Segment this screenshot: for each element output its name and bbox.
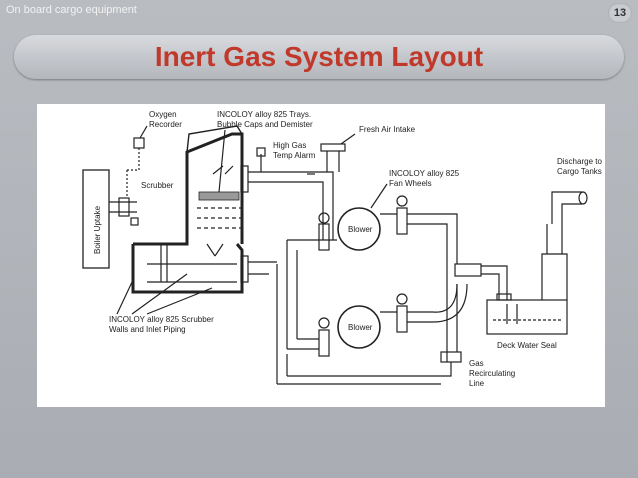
blower-bottom-label: Blower: [348, 323, 373, 332]
manifold: [432, 283, 468, 323]
gas-recirc-label-2: Recirculating: [469, 369, 515, 378]
boiler-uptake-box: [82, 169, 110, 269]
high-gas-label-1: High Gas: [273, 141, 306, 150]
discharge-pipe: [551, 191, 582, 224]
title-bar: Inert Gas System Layout: [14, 35, 624, 79]
oxygen-label-1: Oxygen: [149, 110, 177, 119]
fresh-air-cap: [320, 143, 346, 152]
blower-top: [337, 207, 381, 251]
seal-dip-pipe: [506, 304, 518, 324]
blower-top-outlet-wheel: [396, 195, 408, 207]
fan-wheels-label-1: INCOLOY alloy 825: [389, 169, 460, 178]
fresh-air-label: Fresh Air Intake: [359, 125, 416, 134]
blower-top-outlet-valve: [396, 207, 408, 235]
deck-water-seal: [486, 299, 568, 335]
scrubber-internals: [197, 207, 241, 229]
blower-top-label: Blower: [348, 225, 373, 234]
fresh-air-pipe: [326, 151, 340, 172]
seal-outlet: [541, 253, 568, 300]
discharge-label-2: Cargo Tanks: [557, 167, 602, 176]
fan-wheels-label-2: Fan Wheels: [389, 179, 432, 188]
scrubber-bottom-lines: [147, 263, 237, 283]
fresh-air-pointer: [340, 133, 356, 145]
slide-title: Inert Gas System Layout: [154, 41, 484, 72]
boiler-uptake-label: Boiler Uptake: [93, 205, 102, 254]
scrubber-inlet-down: [160, 244, 168, 282]
diagram-panel: Boiler Uptake Oxygen Recorder Scrubber I…: [37, 104, 605, 407]
discharge-end: [578, 191, 588, 205]
recirc-return: [277, 362, 452, 385]
manifold-valve: [454, 263, 482, 277]
scrubber-bottom-pipe: [248, 261, 277, 275]
discharge-label-1: Discharge to: [557, 157, 602, 166]
blower-top-outlet: [380, 213, 458, 264]
oxygen-label-2: Recorder: [149, 120, 182, 129]
oxygen-recorder-box: [133, 137, 145, 149]
blower-bottom-riser: [286, 240, 298, 349]
trays-pointer: [218, 129, 226, 193]
header-text: On board cargo equipment: [6, 4, 137, 16]
scrubber-label: Scrubber: [141, 181, 174, 190]
oxygen-recorder-line: [126, 148, 140, 198]
blower-top-valve: [318, 223, 330, 251]
page-number: 13: [608, 3, 632, 23]
high-gas-label-2: Temp Alarm: [273, 151, 316, 160]
outlet-flange: [240, 165, 249, 193]
recirc-valve: [440, 351, 462, 363]
inert-gas-diagram: Boiler Uptake Oxygen Recorder Scrubber I…: [82, 110, 602, 388]
blower-bottom-valve: [318, 329, 330, 357]
oxygen-pointer: [139, 125, 148, 139]
scrubber-body: [131, 132, 244, 294]
blower-bottom: [337, 305, 381, 349]
deck-water-seal-label: Deck Water Seal: [497, 341, 557, 350]
gas-recirc-label-3: Line: [469, 379, 485, 388]
inlet-valve-actuator: [130, 217, 139, 226]
scrubber-flow-arrows: [206, 243, 224, 257]
inlet-valve: [118, 197, 130, 217]
walls-pointers: [116, 273, 213, 315]
blower-bottom-valve-wheel: [318, 317, 330, 329]
recirc-riser: [446, 264, 458, 362]
incoloy-walls-label-2: Walls and Inlet Piping: [109, 325, 186, 334]
fan-wheels-pointer: [370, 183, 388, 209]
blower-bottom-outlet-valve: [396, 305, 408, 333]
incoloy-trays-label-2: Bubble Caps and Demister: [217, 120, 313, 129]
gas-recirc-label-1: Gas: [469, 359, 484, 368]
incoloy-trays-label-1: INCOLOY alloy 825 Trays.: [217, 110, 311, 119]
alarm-box: [256, 147, 266, 157]
scrubber-top-arrows: [212, 165, 234, 175]
outlet-pipe: [248, 171, 334, 240]
scrubber-bottom-flange: [240, 255, 249, 283]
blower-bottom-outlet-wheel: [396, 293, 408, 305]
scrubber-tray: [198, 191, 240, 201]
recirc-to-scrubber: [276, 264, 288, 384]
inlet-pipe: [109, 201, 137, 213]
blower-bottom-outlet: [380, 311, 433, 323]
blower-top-valve-wheel: [318, 212, 330, 224]
scrubber-top: [186, 125, 243, 153]
discharge-riser: [546, 224, 563, 254]
blower-bottom-inlet: [287, 338, 319, 350]
incoloy-walls-label-1: INCOLOY alloy 825 Scrubber: [109, 315, 214, 324]
seal-inlet-pipe: [481, 265, 508, 300]
